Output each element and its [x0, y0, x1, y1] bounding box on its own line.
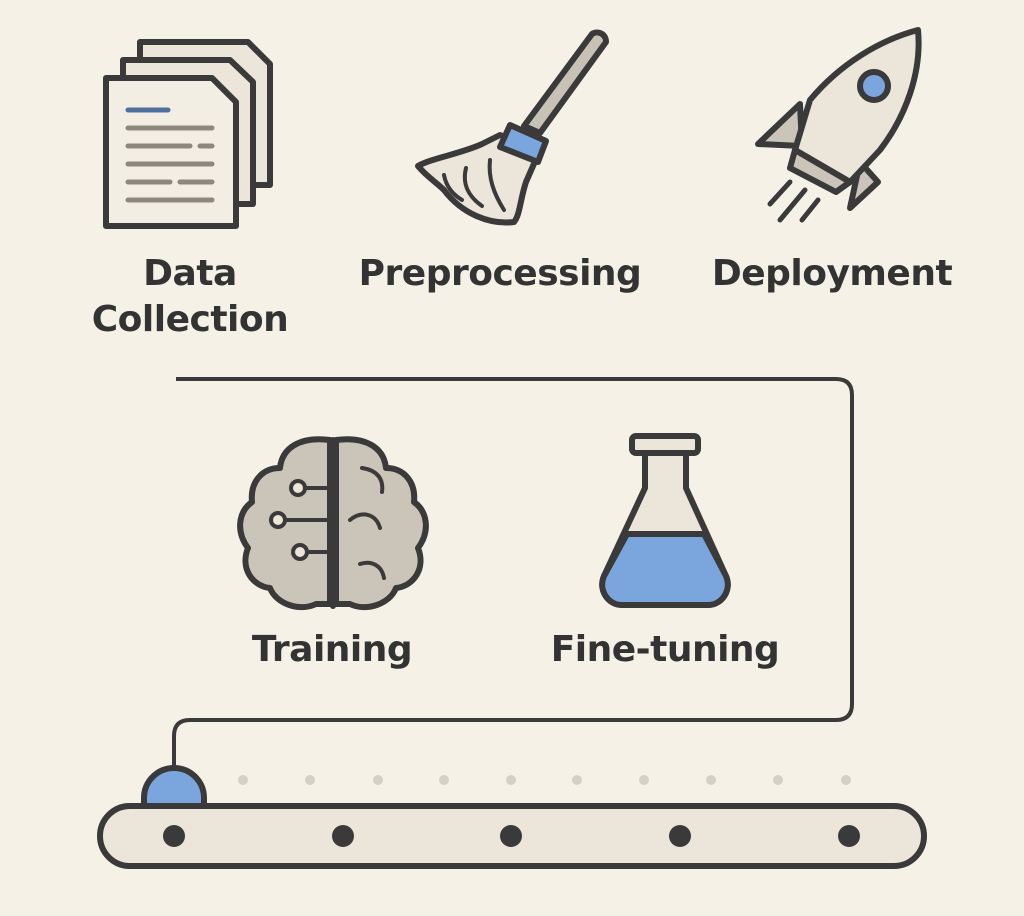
broom-icon	[415, 29, 609, 226]
conveyor-dots	[238, 775, 851, 785]
dot	[572, 775, 582, 785]
conveyor-belt-icon	[97, 765, 927, 869]
label-fine-tuning: Fine-tuning	[550, 629, 780, 670]
brain-icon	[237, 436, 429, 611]
label-deployment: Deployment	[711, 253, 953, 294]
belt-roller	[163, 825, 185, 847]
belt-roller	[500, 825, 522, 847]
dot	[841, 775, 851, 785]
dot	[773, 775, 783, 785]
dot	[439, 775, 449, 785]
label-training: Training	[251, 629, 413, 670]
label-data-collection: Data Collection	[91, 253, 289, 340]
pipeline-connector	[172, 377, 854, 772]
dot	[305, 775, 315, 785]
rocket-icon	[755, 27, 922, 223]
dot	[706, 775, 716, 785]
belt-roller	[669, 825, 691, 847]
dot	[373, 775, 383, 785]
belt-roller	[838, 825, 860, 847]
label-preprocessing: Preprocessing	[358, 253, 642, 294]
dot	[506, 775, 516, 785]
documents-icon	[103, 39, 273, 229]
dot	[238, 775, 248, 785]
belt-roller	[332, 825, 354, 847]
dot	[639, 775, 649, 785]
belt-item	[141, 765, 207, 809]
flask-icon	[599, 433, 731, 608]
